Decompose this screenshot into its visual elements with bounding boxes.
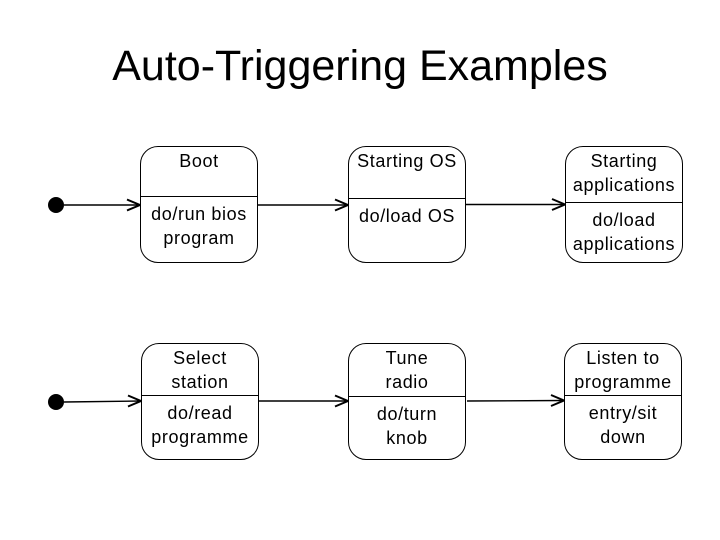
initial-state-icon <box>48 394 64 410</box>
state-name: Listen to programme <box>565 344 681 396</box>
transition-line <box>466 399 565 402</box>
state-starting-applications: Starting applications do/load applicatio… <box>565 146 683 263</box>
state-activity: do/read programme <box>151 403 249 447</box>
state-select-station: Select station do/read programme <box>141 343 259 460</box>
state-name: Boot <box>141 147 257 197</box>
initial-state-icon <box>48 197 64 213</box>
slide-title: Auto-Triggering Examples <box>112 42 608 90</box>
state-name: Tune radio <box>349 344 465 397</box>
state-name: Select station <box>142 344 258 396</box>
state-activity: do/run bios program <box>151 204 247 248</box>
state-listen-to-programme: Listen to programme entry/sit down <box>564 343 682 460</box>
state-boot: Boot do/run bios program <box>140 146 258 263</box>
state-activity: entry/sit down <box>588 403 658 447</box>
state-name: Starting OS <box>349 147 465 199</box>
state-starting-os: Starting OS do/load OS <box>348 146 466 263</box>
state-tune-radio: Tune radio do/turn knob <box>348 343 466 460</box>
transition-line <box>63 400 142 403</box>
state-activity: do/turn knob <box>376 404 438 448</box>
state-name: Starting applications <box>566 147 682 203</box>
state-activity: do/load applications <box>572 210 676 254</box>
state-activity: do/load OS <box>358 206 456 226</box>
